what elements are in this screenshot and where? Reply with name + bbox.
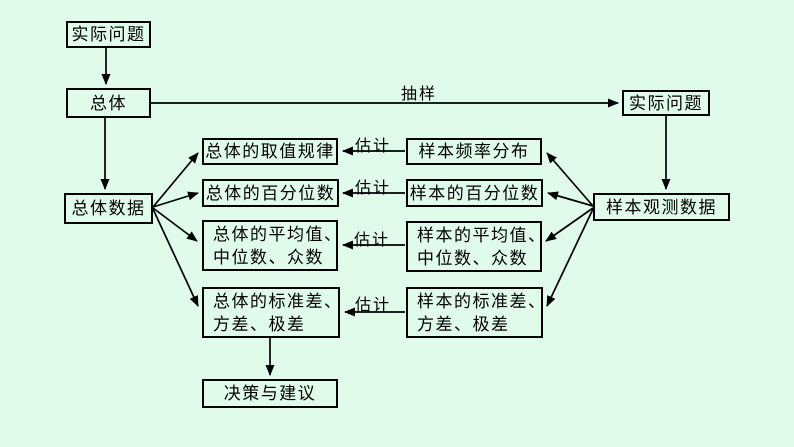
node-line: 样本的标准差、 [417, 291, 547, 311]
node-line: 方差、极差 [213, 314, 306, 334]
node-line: 样本的平均值、 [417, 225, 547, 245]
arrow-popdata-to-rule [152, 152, 199, 208]
arrow-popdata-to-std [152, 208, 199, 307]
node-line: 总体的平均值、 [213, 224, 343, 244]
node-line: 总体的标准差、 [213, 291, 343, 311]
node-decision-suggestion: 决策与建议 [202, 379, 338, 408]
node-line: 中位数、众数 [213, 247, 324, 267]
edge-label-estimate-2: 估计 [355, 180, 392, 197]
arrow-popdata-to-percentile [152, 191, 199, 208]
node-population: 总体 [66, 88, 151, 118]
node-population-percentile: 总体的百分位数 [202, 179, 339, 207]
node-population-value-rule: 总体的取值规律 [202, 138, 338, 165]
arrow-sampleobs-to-std [546, 208, 594, 307]
node-line: 方差、极差 [417, 314, 510, 334]
node-population-mean-median-mode: 总体的平均值、 中位数、众数 [202, 220, 341, 271]
arrow-sampleobs-to-freq [546, 152, 594, 207]
edge-label-estimate-3: 估计 [354, 232, 391, 249]
arrow-sampleobs-to-percentile [547, 191, 594, 207]
node-population-std-var-range: 总体的标准差、 方差、极差 [202, 287, 343, 338]
edge-label-sampling: 抽样 [401, 86, 438, 103]
node-line: 中位数、众数 [417, 248, 528, 268]
edge-label-estimate-1: 估计 [355, 138, 392, 155]
edge-label-estimate-4: 估计 [355, 297, 392, 314]
node-actual-problem-right: 实际问题 [622, 90, 710, 116]
node-sample-percentile: 样本的百分位数 [406, 179, 543, 207]
node-sample-std-var-range: 样本的标准差、 方差、极差 [406, 287, 545, 338]
node-sample-mean-median-mode: 样本的平均值、 中位数、众数 [406, 221, 545, 272]
node-population-data: 总体数据 [64, 193, 153, 224]
node-sample-frequency-distribution: 样本频率分布 [406, 138, 542, 165]
node-actual-problem-top: 实际问题 [66, 21, 151, 48]
arrow-popdata-to-mean [152, 207, 198, 242]
arrow-sampleobs-to-mean [545, 207, 594, 242]
node-sample-observation-data: 样本观测数据 [593, 193, 730, 221]
